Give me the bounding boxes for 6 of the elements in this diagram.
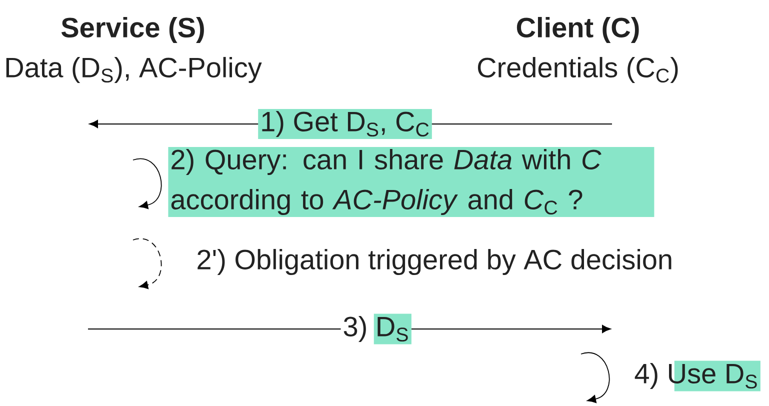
arrow-label: 2') Obligation triggered by AC decision (194, 246, 676, 278)
party-heading: Client (C) Credentials (C$_{C}$) (478, 16, 678, 84)
arrow-label: 1) Get D$_{S}$, C$_{C}$ (258, 108, 432, 140)
arrow-label: 3) D$_{S}$ (340, 314, 412, 344)
arrow-label: 2) Query: can I share Data with C according to AC-Policy and C$_{C}$ ? (168, 146, 654, 218)
party-heading: Service (S) Data (D$_{S}$), AC-Policy (6, 16, 262, 84)
